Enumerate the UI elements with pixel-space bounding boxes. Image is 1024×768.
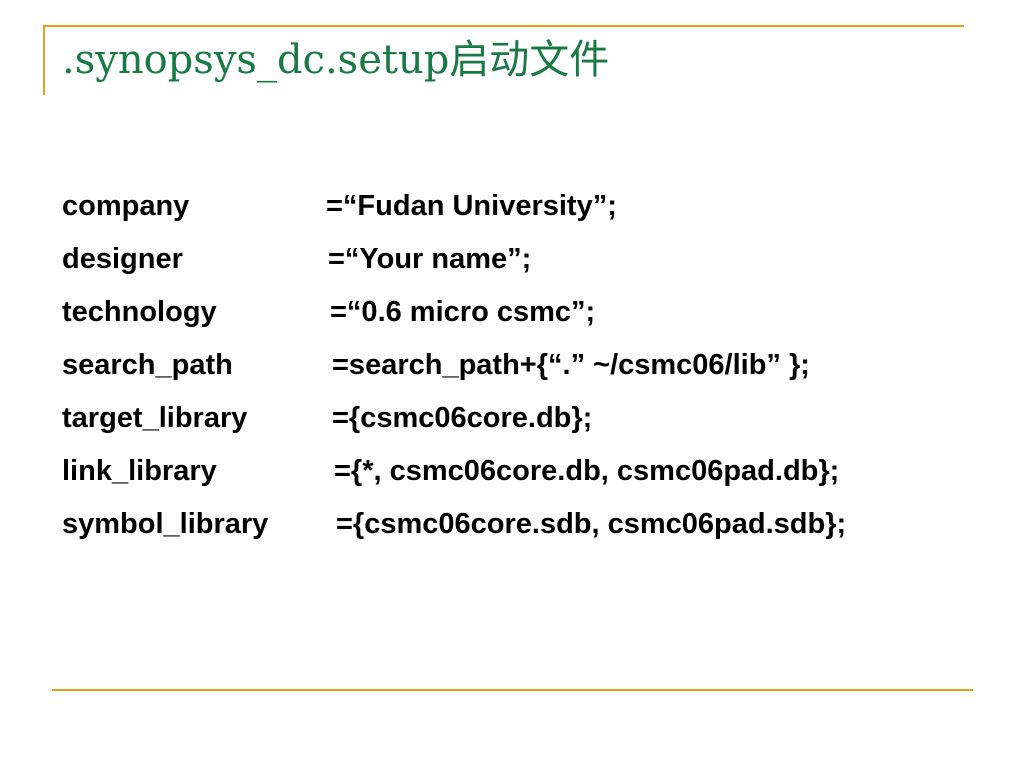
setting-key: symbol_library	[62, 508, 269, 540]
setting-value: =“Fudan University”;	[326, 190, 617, 222]
setting-row-search-path: search_path =search_path+{“.” ~/csmc06/l…	[62, 343, 1012, 396]
setting-value: ={*, csmc06core.db, csmc06pad.db};	[334, 455, 840, 487]
setting-row-target-library: target_library ={csmc06core.db};	[62, 396, 1012, 449]
setting-value: ={csmc06core.sdb, csmc06pad.sdb};	[336, 508, 847, 540]
setting-value: =“0.6 micro csmc”;	[330, 296, 596, 328]
setting-row-link-library: link_library ={*, csmc06core.db, csmc06p…	[62, 449, 1012, 502]
setting-value: =“Your name”;	[328, 243, 532, 275]
setting-key: target_library	[62, 402, 248, 434]
setting-row-company: company =“Fudan University”;	[62, 184, 1012, 237]
setting-row-symbol-library: symbol_library ={csmc06core.sdb, csmc06p…	[62, 502, 1012, 555]
frame-left-rule	[43, 25, 45, 95]
setting-key: search_path	[62, 349, 233, 381]
setting-row-designer: designer =“Your name”;	[62, 237, 1012, 290]
settings-list: company =“Fudan University”; designer =“…	[62, 184, 1012, 555]
setting-key: technology	[62, 296, 217, 328]
slide-title: .synopsys_dc.setup启动文件	[62, 37, 610, 83]
frame-bottom-rule	[52, 689, 973, 691]
frame-top-rule	[43, 25, 964, 27]
setting-key: designer	[62, 243, 183, 275]
setting-row-technology: technology =“0.6 micro csmc”;	[62, 290, 1012, 343]
setting-key: link_library	[62, 455, 217, 487]
setting-value: =search_path+{“.” ~/csmc06/lib” };	[332, 349, 810, 381]
setting-value: ={csmc06core.db};	[332, 402, 593, 434]
setting-key: company	[62, 190, 190, 222]
